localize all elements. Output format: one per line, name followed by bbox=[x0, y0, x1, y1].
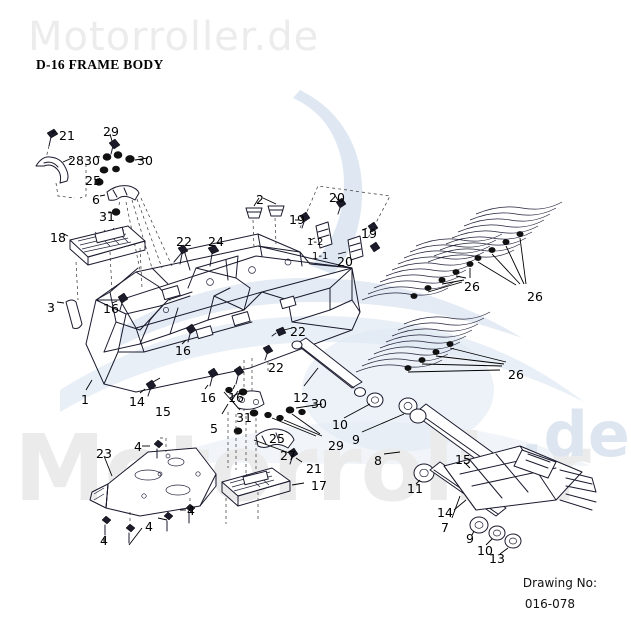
callout-17: 17 bbox=[311, 478, 327, 493]
group-right-brackets bbox=[295, 185, 391, 265]
callout-22: 22 bbox=[290, 324, 306, 339]
parts-2-rubber-mounts bbox=[245, 197, 285, 249]
callout-29: 29 bbox=[328, 438, 344, 453]
callout-9: 9 bbox=[466, 531, 474, 546]
callout-15: 15 bbox=[155, 404, 171, 419]
callout-19: 19 bbox=[361, 226, 377, 241]
callout-23: 23 bbox=[96, 446, 112, 461]
callout-21: 21 bbox=[59, 128, 75, 143]
callout-1: 1 bbox=[81, 392, 89, 407]
parts-22-24-bolts bbox=[177, 244, 220, 267]
callout-26: 26 bbox=[464, 279, 480, 294]
group-rear-swingarm-assembly bbox=[413, 445, 597, 555]
callout-3: 3 bbox=[47, 300, 55, 315]
parts-22-bolts-mid bbox=[262, 326, 293, 374]
callout-4: 4 bbox=[145, 519, 153, 534]
callout-2: 2 bbox=[256, 192, 264, 207]
callout-6: 6 bbox=[92, 192, 100, 207]
callout-29: 29 bbox=[103, 124, 119, 139]
callout-22: 22 bbox=[176, 234, 192, 249]
callout-28: 28 bbox=[68, 153, 84, 168]
page-title: D-16 FRAME BODY bbox=[36, 57, 164, 72]
callout-24: 24 bbox=[208, 234, 224, 249]
callout-30: 30 bbox=[137, 153, 153, 168]
part-23-skid-plate bbox=[89, 437, 217, 546]
callout-1-2: 1-2 bbox=[307, 237, 324, 248]
callout-16: 16 bbox=[228, 390, 244, 405]
callout-19: 19 bbox=[289, 212, 305, 227]
callout-22: 22 bbox=[268, 360, 284, 375]
callout-10: 10 bbox=[477, 543, 493, 558]
callout-21: 21 bbox=[306, 461, 322, 476]
part-12-shock-absorber bbox=[291, 337, 366, 397]
callout-7: 7 bbox=[441, 520, 449, 535]
callout-30: 30 bbox=[311, 396, 327, 411]
callout-26: 26 bbox=[508, 367, 524, 382]
parts-26-slat-panels bbox=[355, 201, 563, 373]
part-1-main-frame bbox=[85, 233, 361, 393]
callout-14: 14 bbox=[129, 394, 145, 409]
callout-13: 13 bbox=[489, 551, 505, 566]
callout-27: 27 bbox=[280, 448, 296, 463]
callout-25: 25 bbox=[269, 431, 285, 446]
part-3-link bbox=[56, 299, 83, 329]
callout-20: 20 bbox=[329, 190, 345, 205]
callout-5: 5 bbox=[210, 421, 218, 436]
callout-9: 9 bbox=[352, 432, 360, 447]
part-18-footplate bbox=[61, 225, 146, 301]
group-lower-center-fittings bbox=[221, 386, 323, 490]
drawing-no-label: Drawing No: bbox=[522, 576, 597, 590]
callout-4: 4 bbox=[134, 439, 142, 454]
group-upper-left-bracket bbox=[35, 128, 173, 271]
callout-16: 16 bbox=[200, 390, 216, 405]
parts-9-10-bushings-center bbox=[343, 392, 418, 433]
callout-12: 12 bbox=[293, 390, 309, 405]
callout-1-1: 1-1 bbox=[312, 251, 329, 262]
callout-16: 16 bbox=[103, 301, 119, 316]
callout-31: 31 bbox=[236, 410, 252, 425]
callout-10: 10 bbox=[332, 417, 348, 432]
callout-4: 4 bbox=[100, 533, 108, 548]
callout-30: 30 bbox=[84, 153, 100, 168]
part-17-footplate bbox=[221, 467, 305, 524]
callout-14: 14 bbox=[437, 505, 453, 520]
drawing-no-value: 016-078 bbox=[524, 597, 575, 611]
callout-26: 26 bbox=[527, 289, 543, 304]
callout-11: 11 bbox=[407, 481, 423, 496]
callout-4: 4 bbox=[187, 503, 195, 518]
callout-18: 18 bbox=[50, 230, 66, 245]
callout-8: 8 bbox=[374, 453, 382, 468]
callout-31: 31 bbox=[99, 209, 115, 224]
callout-20: 20 bbox=[337, 254, 353, 269]
watermark-top: Motorroller.de bbox=[28, 14, 320, 60]
parts-14-15-pins bbox=[139, 377, 161, 397]
callout-25: 25 bbox=[85, 173, 101, 188]
callout-15: 15 bbox=[455, 452, 471, 467]
callout-16: 16 bbox=[175, 343, 191, 358]
